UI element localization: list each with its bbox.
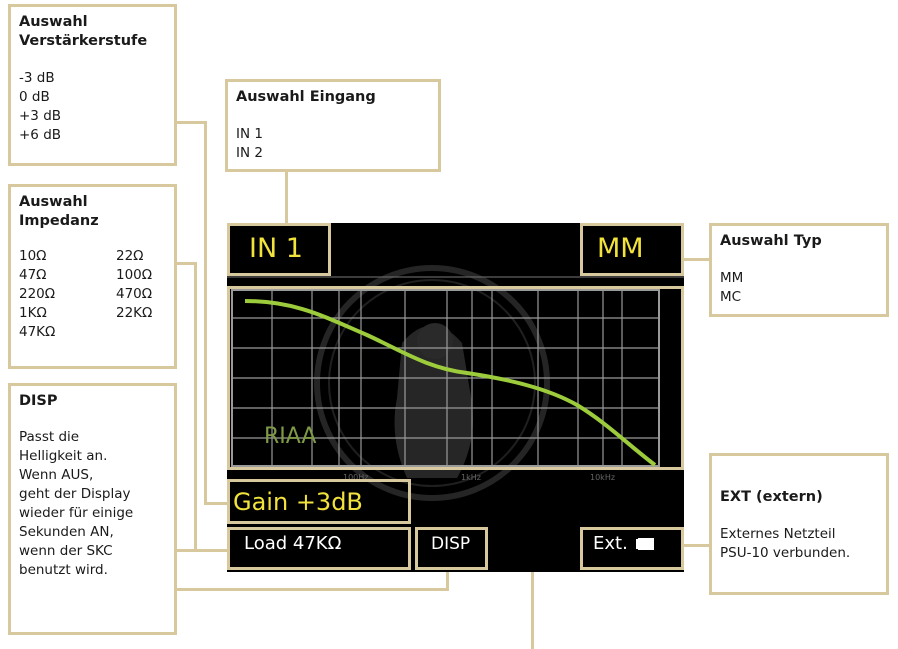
callout-title: EXT (extern) <box>720 489 823 505</box>
leader-gain <box>204 121 207 504</box>
option-item: 1KΩ <box>19 305 47 321</box>
option-item: 470Ω <box>116 286 153 302</box>
callout-gain-selection: Auswahl Verstärkerstufe -3 dB 0 dB +3 dB… <box>8 4 177 166</box>
device-display: IN 1 MM RIAA 100Hz 1kHz 10kHz Gain +3dB … <box>227 223 684 572</box>
callout-title: Auswahl Verstärkerstufe <box>19 14 148 49</box>
callout-title: DISP <box>19 393 58 409</box>
display-graphics <box>227 265 684 501</box>
leader-type <box>683 258 709 261</box>
leader-impedance <box>177 549 227 552</box>
leader-impedance <box>177 262 197 265</box>
leader-disp <box>446 570 449 591</box>
freq-label: 10kHz <box>590 473 616 482</box>
callout-input-selection: Auswahl Eingang IN 1 IN 2 <box>225 79 441 172</box>
ext-label: Ext. <box>593 533 628 554</box>
option-item: 100Ω <box>116 267 153 283</box>
option-item: 0 dB <box>19 89 50 105</box>
cartridge-type-indicator: MM <box>597 233 644 264</box>
logo-emblem-watermark <box>314 265 550 501</box>
description-line: Sekunden AN, <box>19 524 114 540</box>
callout-title: Auswahl Typ <box>720 233 822 249</box>
description-line: Passt die <box>19 429 80 445</box>
description-line: Wenn AUS, <box>19 467 94 483</box>
description-line: wenn der SKC <box>19 543 113 559</box>
option-item: IN 1 <box>236 126 263 142</box>
leader-input <box>285 172 288 223</box>
riaa-curve <box>244 299 657 467</box>
freq-label: 100Hz <box>343 473 369 482</box>
description-line: Helligkeit an. <box>19 448 108 464</box>
gain-indicator: Gain +3dB <box>233 488 363 516</box>
highlight-type <box>580 223 684 276</box>
leader-impedance <box>194 262 197 552</box>
description-line: geht der Display <box>19 486 131 502</box>
description-line: PSU-10 verbunden. <box>720 545 851 561</box>
option-item: 220Ω <box>19 286 56 302</box>
option-item: MM <box>720 270 744 286</box>
highlight-input <box>227 223 331 276</box>
leader-gain <box>204 502 227 505</box>
callout-type-selection: Auswahl Typ MM MC <box>709 223 889 317</box>
leader-gain <box>177 121 205 124</box>
callout-title: Auswahl Impedanz <box>19 194 99 229</box>
description-line: Externes Netzteil <box>720 526 836 542</box>
option-item: 10Ω <box>19 248 47 264</box>
callout-disp: DISP Passt die Helligkeit an. Wenn AUS, … <box>8 383 177 635</box>
disp-indicator: DISP <box>431 534 471 554</box>
highlight-disp <box>415 527 488 570</box>
highlight-graph <box>227 286 684 470</box>
option-item: 47KΩ <box>19 324 56 340</box>
freq-label: 1kHz <box>461 473 481 482</box>
curve-label: RIAA <box>264 424 317 449</box>
option-item: 22Ω <box>116 248 144 264</box>
callout-ext: EXT (extern) Externes Netzteil PSU-10 ve… <box>709 453 889 595</box>
description-line: benutzt wird. <box>19 562 108 578</box>
callout-impedance-selection: Auswahl Impedanz 10Ω 22Ω 47Ω 100Ω 220Ω 4… <box>8 184 177 369</box>
option-item: IN 2 <box>236 145 263 161</box>
option-item: 22KΩ <box>116 305 153 321</box>
option-item: +6 dB <box>19 127 62 143</box>
option-item: -3 dB <box>19 70 55 86</box>
leader-disp <box>177 588 449 591</box>
power-plug-icon <box>637 538 654 550</box>
highlight-gain <box>227 479 411 524</box>
description-line: wieder für einige <box>19 505 134 521</box>
highlight-load <box>227 527 411 570</box>
option-item: MC <box>720 289 742 305</box>
load-indicator: Load 47KΩ <box>244 533 342 554</box>
ext-indicator: Ext. <box>593 530 654 558</box>
leader-ext <box>683 544 709 547</box>
highlight-ext <box>580 527 684 570</box>
option-item: +3 dB <box>19 108 62 124</box>
impedance-options: 10Ω 22Ω 47Ω 100Ω 220Ω 470Ω 1KΩ 22KΩ 47KΩ <box>19 247 166 342</box>
option-item: 47Ω <box>19 267 47 283</box>
input-indicator: IN 1 <box>249 233 303 264</box>
callout-title: Auswahl Eingang <box>236 89 376 105</box>
